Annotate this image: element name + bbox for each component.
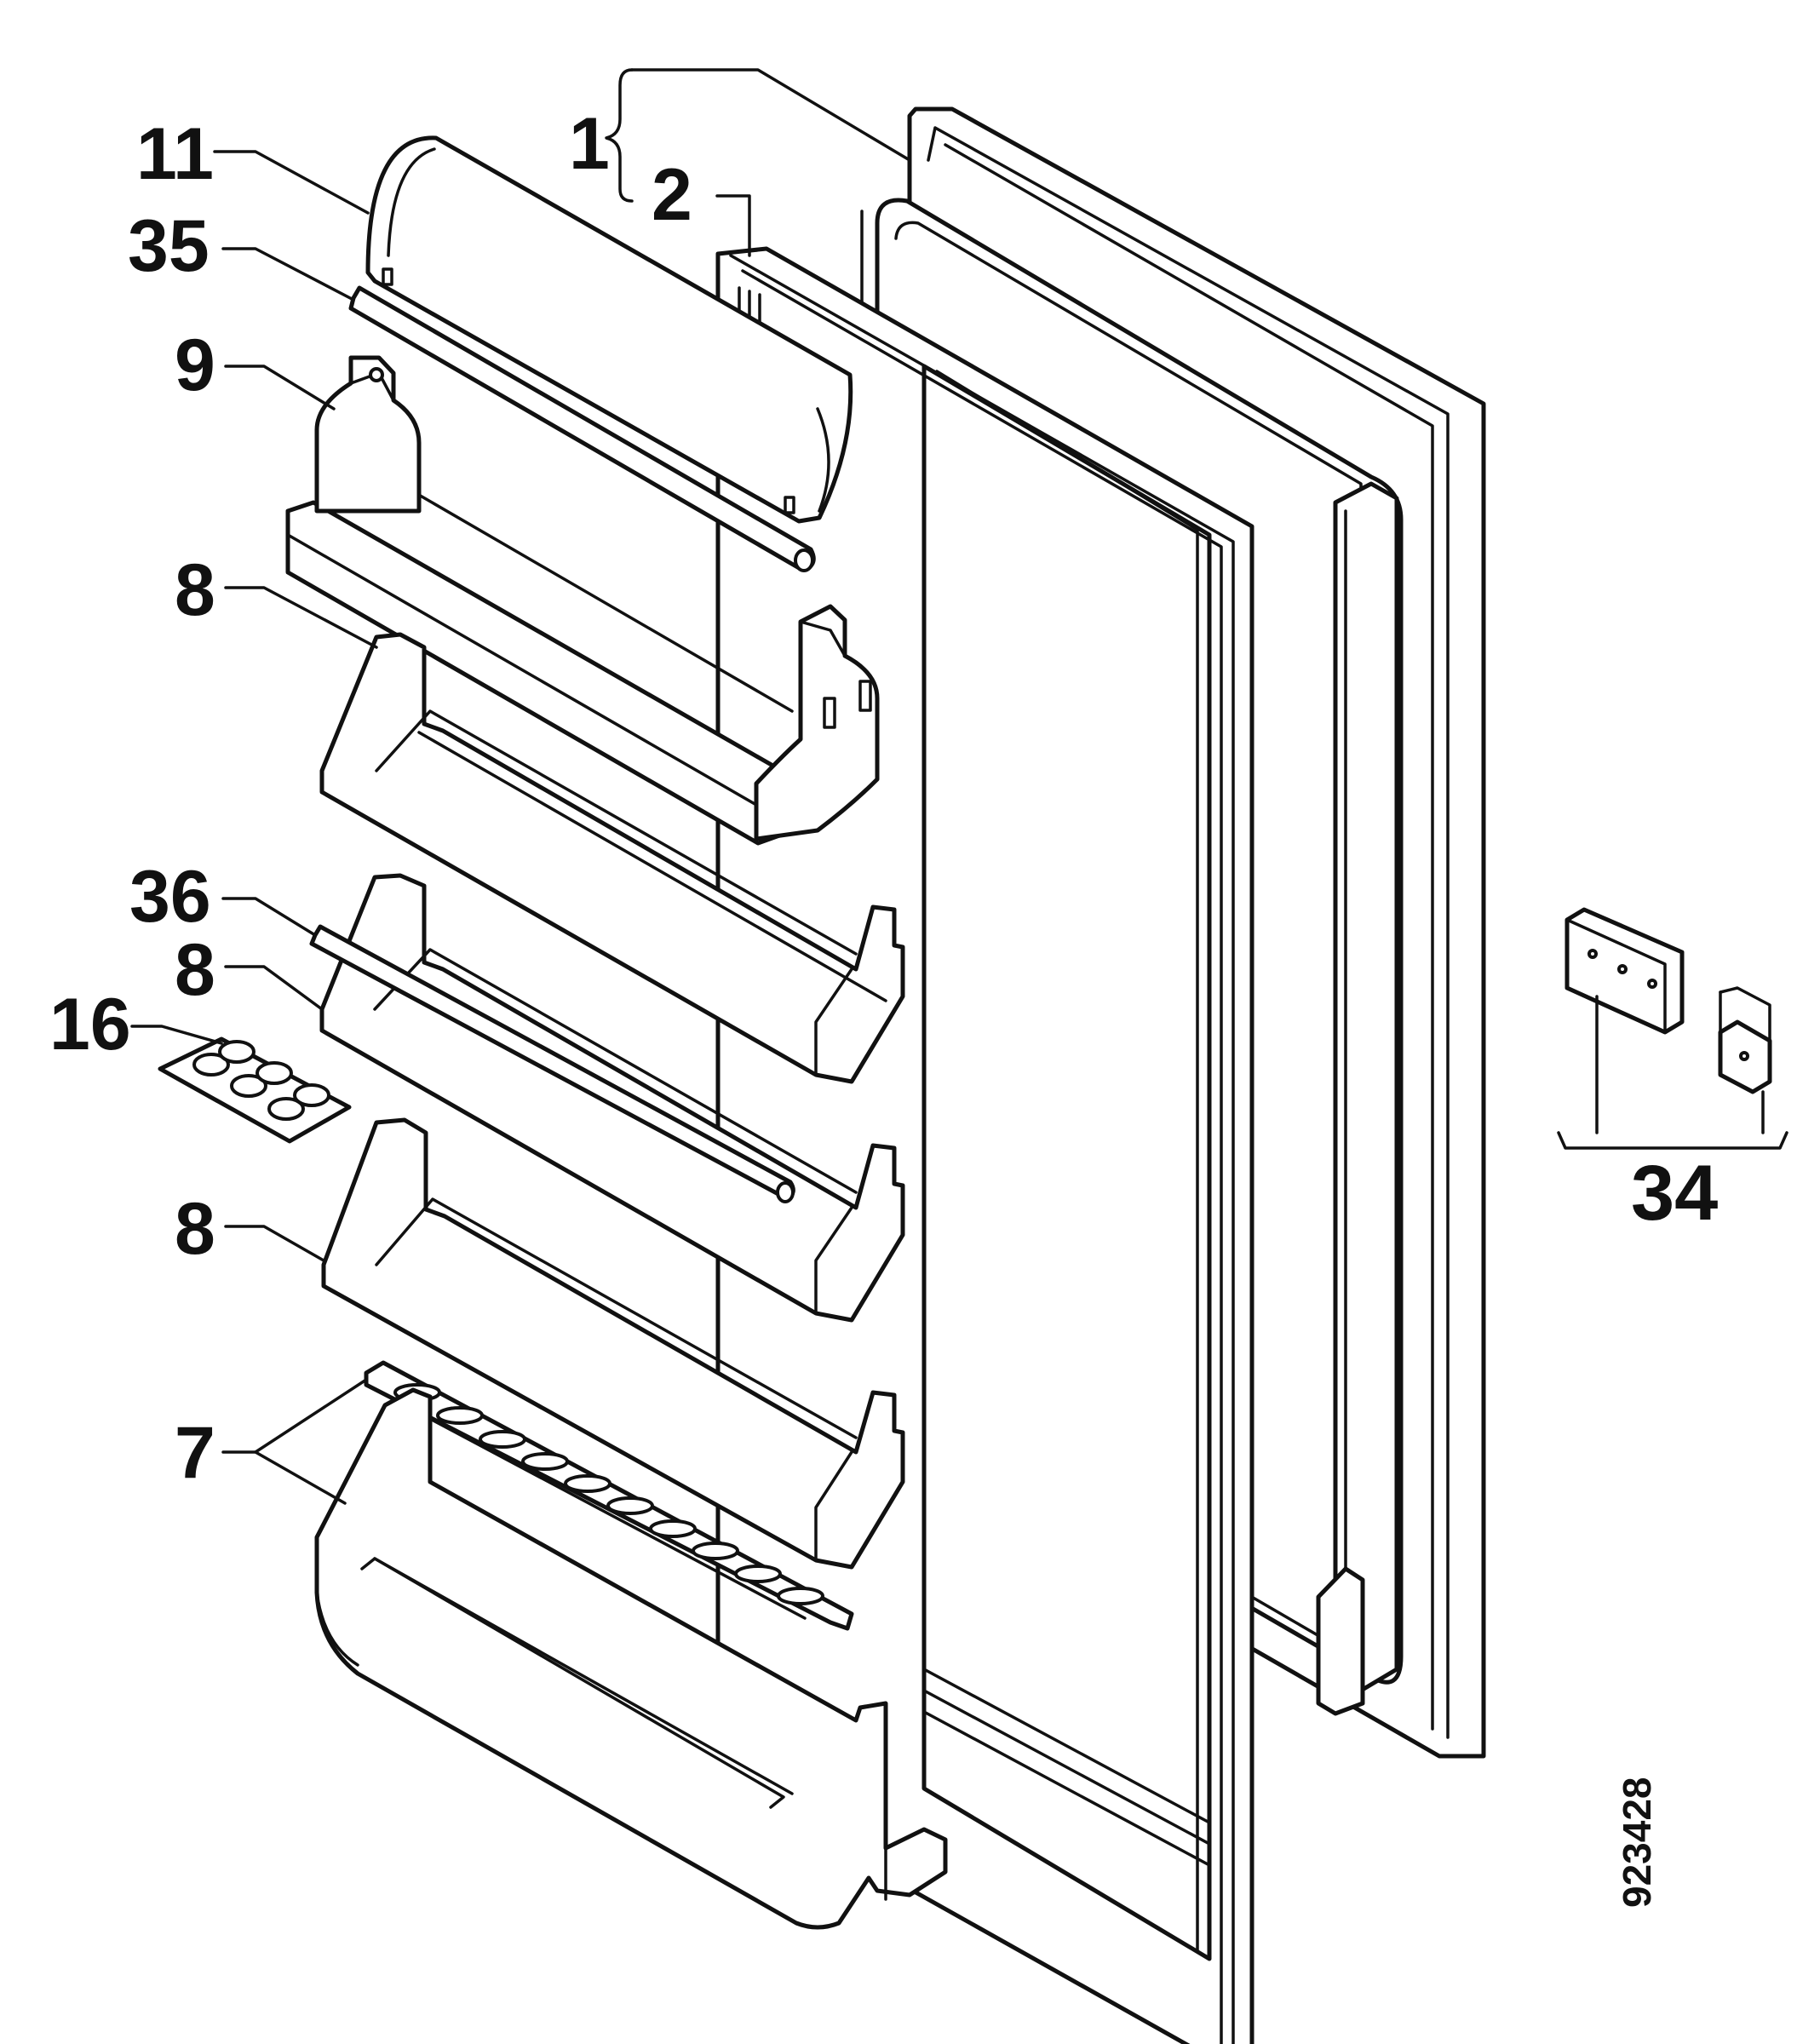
egg-cup [230,1074,267,1098]
leader-7b [254,1450,347,1505]
hinge-bracket-hole [1739,1051,1749,1061]
hinge-plate-edge [1565,918,1667,1034]
bottle-slot [649,1519,697,1538]
bottle-slot [734,1565,782,1583]
shelf-right-bracket [754,604,880,841]
egg-cup [293,1083,330,1107]
part-16-egg-tray [158,1036,352,1144]
callout-labels: 1 2 11 35 9 8 36 8 16 8 7 34 [49,103,1718,1494]
callout-7: 7 [175,1412,215,1494]
shelf-cover-curve [387,147,436,257]
bottle-slot [436,1406,484,1425]
hinge-bracket-upper [1719,986,1771,1042]
part-7-bottle-rack [364,1360,854,1631]
callout-8-top: 8 [175,549,215,631]
shelf-cover-curve-2 [816,407,830,513]
callout-9: 9 [175,324,215,406]
callout-8-lower: 8 [175,1188,215,1270]
bottle-slot [606,1496,654,1515]
leader-1 [630,68,911,162]
bin-top-rail [417,731,887,1002]
leader-9 [224,365,336,411]
bottle-slot [777,1587,824,1605]
large-bin-curve [315,1591,359,1667]
hinge-plate-hole [1647,979,1657,989]
part-36-bin-rod [309,924,795,1203]
part-11-shelf-cover [365,135,853,524]
hinge-plate-hole [1617,964,1628,974]
callout-35: 35 [128,205,210,287]
part-34-hinge-set [1557,907,1788,1150]
hinge-group-bracket [1557,1131,1788,1150]
bin-top-inner-edge [375,709,858,956]
leader-8c [224,1225,325,1262]
callout-2: 2 [652,154,692,236]
door-lower-hinge-boss [1316,1566,1365,1716]
large-bin-rim [360,1557,785,1809]
callout-1: 1 [569,103,610,185]
gasket-inner-opening [921,364,1212,1961]
bottle-slot [692,1542,739,1560]
rod-end [794,548,814,572]
leader-7 [221,1378,368,1454]
leader-8a [224,586,378,649]
part-7-large-bin [314,1387,948,1930]
door-frame-inner-edge [927,126,1450,1739]
shelf-right-bracket-slot [858,680,872,712]
bin-lower-inner-edge [375,1197,858,1439]
callout-11: 11 [136,113,214,195]
egg-cup [267,1097,305,1121]
gasket-rib [922,1668,1211,1824]
shelf-rail-inner [416,492,794,713]
door-frame-inner-edge-2 [944,143,1434,1731]
egg-cup [255,1061,293,1085]
leader-11 [213,150,370,215]
bottle-rack-rail-lower [365,1383,807,1620]
shelf-cover-tab [382,267,393,286]
bottle-slot [564,1474,611,1493]
callout-34: 34 [1631,1150,1718,1237]
bottle-slot [479,1430,526,1449]
large-bin-rim-inner [373,1557,794,1795]
leader-16 [130,1025,223,1045]
gasket-ridge-3 [935,370,1199,1952]
callout-1-brace [605,68,634,203]
callout-16: 16 [49,984,131,1065]
shelf-left-bracket-hole [369,367,384,382]
bin-top-front-edge [320,790,853,1077]
egg-cup [218,1040,255,1064]
shelf-cover-tab [784,496,795,514]
egg-cup [192,1053,230,1077]
bin-middle-front-edge [320,1029,853,1315]
leader-lines [130,68,911,1505]
bin-lower-front-edge [322,1284,853,1562]
shelf-right-bracket-slot [823,697,836,729]
gasket-ridge-1 [729,254,1235,2044]
bin-rod-end [776,1181,795,1203]
callout-36: 36 [129,856,211,938]
bottle-slot [521,1452,569,1471]
leader-36 [221,897,317,937]
hinge-plate-hole [1587,949,1598,959]
part-35-retaining-rod [348,285,816,572]
callout-8-middle: 8 [175,929,215,1011]
leader-35 [221,247,355,301]
drawing-number: 923428 [1615,1777,1659,1909]
gasket-ridge-2 [741,269,1223,2044]
shelf-left-bracket [314,355,422,514]
part-8-door-bin-top [319,632,905,1084]
bin-lower-body [321,1117,905,1570]
gasket-rib [922,1689,1211,1846]
gasket-rib [922,1710,1211,1867]
bin-top-body [319,632,905,1084]
part-8-door-bin-lower [321,1117,905,1570]
part-9-door-shelf [285,355,880,846]
leader-8b [224,965,324,1011]
shelf-cover-body [365,135,853,524]
leader-2 [715,194,751,257]
shelf-right-bracket-edge [799,620,847,657]
